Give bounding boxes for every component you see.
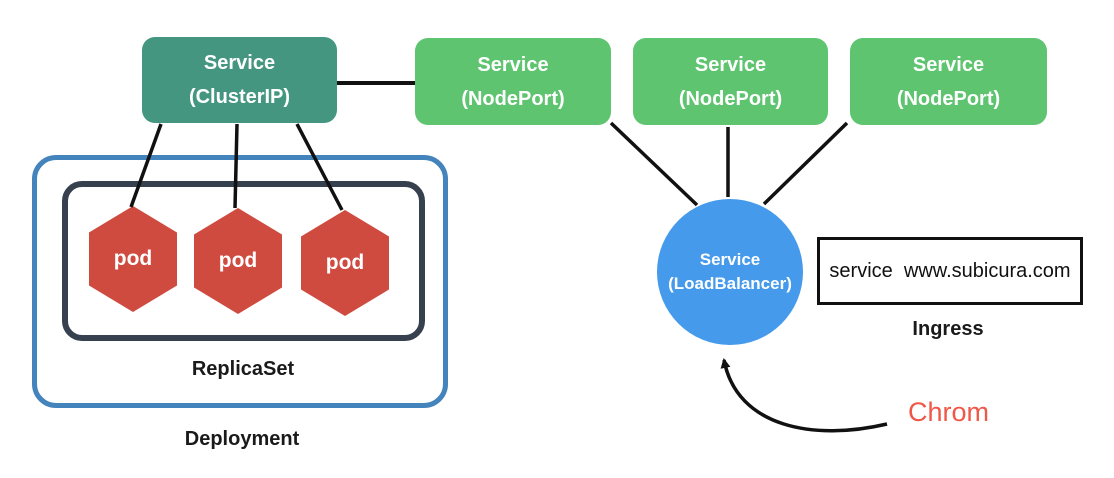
service-nodeport-title: Service <box>694 53 767 76</box>
replicaset-group <box>62 181 425 341</box>
nodeport1-to-loadbalancer-line <box>609 121 699 207</box>
service-nodeport-title: Service <box>477 53 549 76</box>
client-to-loadbalancer-arrow <box>720 358 888 433</box>
replicaset-label: ReplicaSet <box>191 358 295 380</box>
deployment-group <box>32 155 448 408</box>
service-clusterip-node: Service (ClusterIP) <box>142 37 337 123</box>
deployment-label: Deployment <box>184 428 300 450</box>
nodeport3-to-loadbalancer-line <box>762 121 849 206</box>
service-loadbalancer-node: Service (LoadBalancer) <box>657 199 803 345</box>
ingress-label: Ingress <box>912 318 984 340</box>
service-loadbalancer-type: (LoadBalancer) <box>668 274 792 293</box>
service-nodeport-type: (NodePort) <box>678 87 783 110</box>
service-nodeport-node-1: Service (NodePort) <box>415 38 611 125</box>
service-clusterip-title: Service <box>203 52 276 74</box>
client-label: Chrom <box>908 397 990 427</box>
pod-label: pod <box>218 249 258 272</box>
pod-label: pod <box>113 247 153 270</box>
service-nodeport-type: (NodePort) <box>461 87 565 110</box>
ingress-rule-text: service www.subicura.com <box>829 259 1071 282</box>
service-nodeport-title: Service <box>912 53 985 76</box>
service-nodeport-node-2: Service (NodePort) <box>633 38 828 125</box>
service-loadbalancer-title: Service <box>699 250 761 269</box>
ingress-rule-box: service www.subicura.com <box>817 237 1083 305</box>
pod-label: pod <box>325 251 365 274</box>
service-nodeport-type: (NodePort) <box>896 87 1001 110</box>
service-clusterip-type: (ClusterIP) <box>188 86 291 108</box>
service-nodeport-node-3: Service (NodePort) <box>850 38 1047 125</box>
